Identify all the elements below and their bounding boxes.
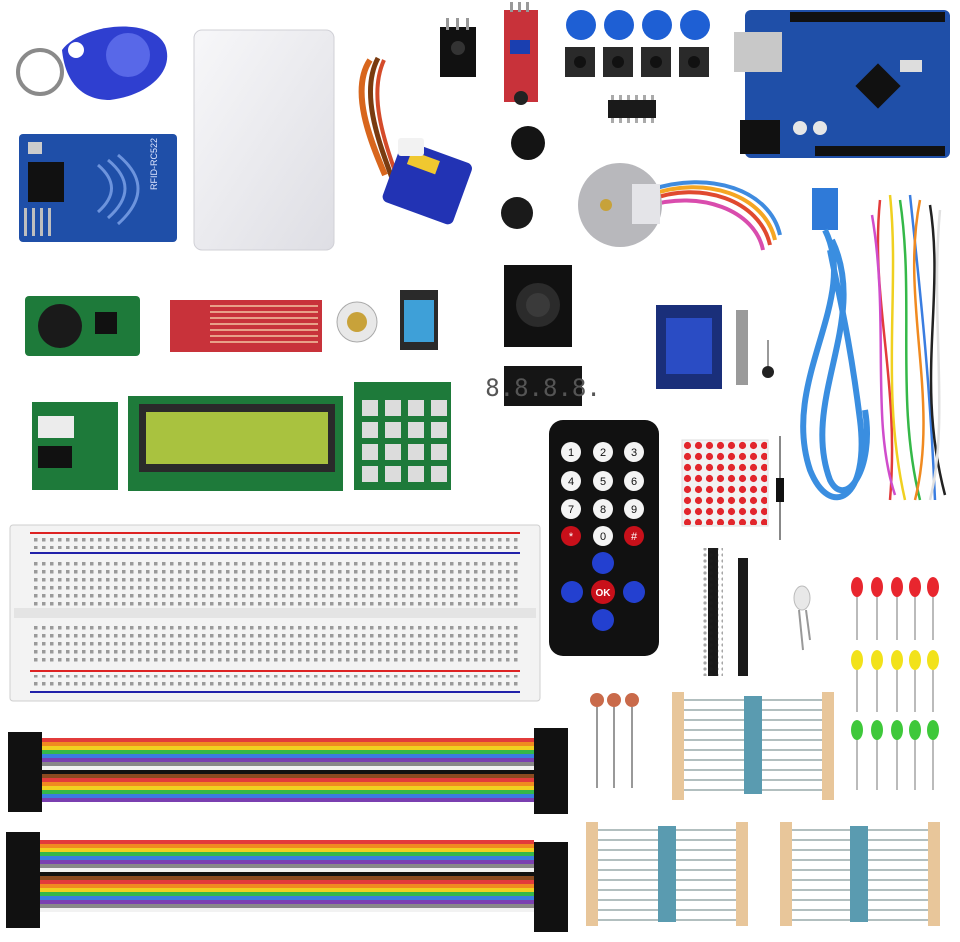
seven-segment-display: 8.8.8.8. bbox=[485, 366, 601, 406]
rfid-card bbox=[193, 29, 335, 251]
potentiometer bbox=[336, 301, 378, 343]
relay-module bbox=[656, 305, 722, 389]
stepper-driver-board bbox=[32, 402, 118, 490]
rfid-keyfob bbox=[16, 26, 168, 100]
arduino-uno-board bbox=[734, 10, 950, 158]
pin-headers bbox=[703, 548, 748, 676]
buzzer-passive bbox=[501, 197, 533, 229]
remote-ok-label: OK bbox=[596, 588, 612, 599]
joystick-module bbox=[504, 265, 572, 347]
water-level-sensor bbox=[170, 300, 322, 352]
usb-cable bbox=[800, 188, 870, 501]
remote-key-8: 8 bbox=[600, 504, 606, 516]
remote-key-2: 2 bbox=[600, 447, 606, 459]
stepper-motor bbox=[578, 163, 782, 251]
ir-led-components bbox=[736, 310, 774, 385]
ir-receiver-module bbox=[440, 18, 476, 77]
yellow-leds bbox=[851, 650, 939, 712]
sound-sensor-module bbox=[504, 2, 538, 105]
remote-key-7: 7 bbox=[568, 504, 574, 516]
led-set bbox=[851, 577, 939, 790]
remote-key-0: 0 bbox=[600, 531, 606, 543]
remote-dpad: OK bbox=[561, 552, 645, 631]
remote-key-9: 9 bbox=[631, 504, 637, 516]
breadboard bbox=[9, 524, 541, 702]
remote-key-4: 4 bbox=[568, 476, 574, 488]
remote-key-hash: # bbox=[631, 531, 638, 543]
dupont-ribbon-cable-top bbox=[8, 728, 568, 814]
remote-key-3: 3 bbox=[631, 447, 637, 459]
push-buttons bbox=[565, 10, 710, 77]
resistor-strip-bottom-left bbox=[586, 822, 748, 926]
remote-key-1: 1 bbox=[568, 447, 574, 459]
remote-key-6: 6 bbox=[631, 476, 637, 488]
dht11-sensor bbox=[400, 290, 438, 350]
ir-remote: 1 2 3 4 5 6 7 8 9 * 0 # OK bbox=[549, 420, 659, 656]
jumper-wire-bundle bbox=[870, 194, 947, 501]
rtc-module bbox=[25, 296, 140, 356]
remote-keypad: 1 2 3 4 5 6 7 8 9 * 0 # bbox=[561, 442, 644, 546]
clear-led bbox=[793, 585, 811, 651]
buzzer-active bbox=[511, 126, 545, 160]
dupont-ribbon-cable-bottom bbox=[6, 832, 568, 932]
red-leds bbox=[851, 577, 939, 640]
diode bbox=[776, 436, 784, 540]
rfid-reader-module: RFID-RC522 bbox=[19, 134, 177, 242]
remote-key-5: 5 bbox=[600, 476, 606, 488]
keypad-4x4 bbox=[354, 382, 451, 490]
resistor-strip-bottom-right bbox=[780, 822, 940, 926]
led-dot-matrix bbox=[681, 439, 769, 527]
lcd-1602-display bbox=[128, 396, 343, 491]
photoresistors bbox=[590, 693, 639, 788]
seven-segment-digits: 8.8.8.8. bbox=[485, 374, 601, 402]
resistor-strip-top bbox=[672, 692, 834, 800]
ic-chip bbox=[608, 95, 656, 123]
servo-motor bbox=[358, 56, 472, 225]
green-leds bbox=[851, 720, 939, 790]
remote-key-star: * bbox=[569, 531, 574, 543]
rfid-module-label: RFID-RC522 bbox=[149, 138, 159, 190]
